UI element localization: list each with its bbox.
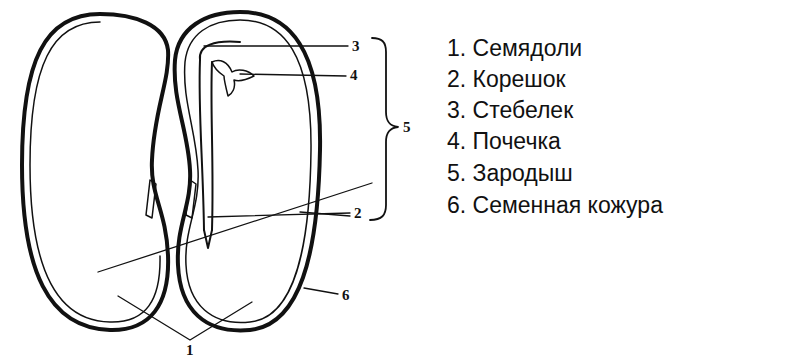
leader-line bbox=[300, 212, 350, 216]
embryo-stem bbox=[200, 42, 240, 230]
brace bbox=[370, 38, 398, 220]
callout-number: 3 bbox=[352, 39, 360, 54]
callout-number: 5 bbox=[403, 120, 411, 135]
embryo-bud bbox=[212, 60, 254, 96]
key-item: 5. Зародыш bbox=[447, 162, 573, 185]
leader-line bbox=[204, 45, 348, 46]
callout-number: 6 bbox=[342, 288, 350, 303]
left-cotyledon bbox=[22, 14, 168, 330]
key-item: 3. Стебелек bbox=[447, 99, 573, 122]
seed-coat bbox=[175, 12, 320, 330]
callout-number: 1 bbox=[186, 343, 194, 358]
left-hilum bbox=[146, 180, 156, 218]
leader-line bbox=[240, 74, 346, 76]
seed-coat-hilum bbox=[186, 180, 196, 218]
key-item: 6. Семенная кожура bbox=[447, 194, 663, 217]
key-item: 4. Почечка bbox=[447, 130, 561, 153]
key-item: 2. Корешок bbox=[447, 68, 566, 91]
key-item: 1. Семядоли bbox=[447, 37, 582, 60]
callout-number: 2 bbox=[354, 206, 362, 221]
leader-line bbox=[118, 296, 252, 340]
leader-line bbox=[208, 213, 350, 217]
left-cotyledon-inner bbox=[30, 22, 160, 322]
callout-number: 4 bbox=[350, 68, 358, 83]
embryo-radicle bbox=[204, 230, 212, 248]
leader-line bbox=[98, 183, 372, 272]
leader-line bbox=[304, 288, 338, 294]
right-cotyledon bbox=[185, 20, 311, 322]
